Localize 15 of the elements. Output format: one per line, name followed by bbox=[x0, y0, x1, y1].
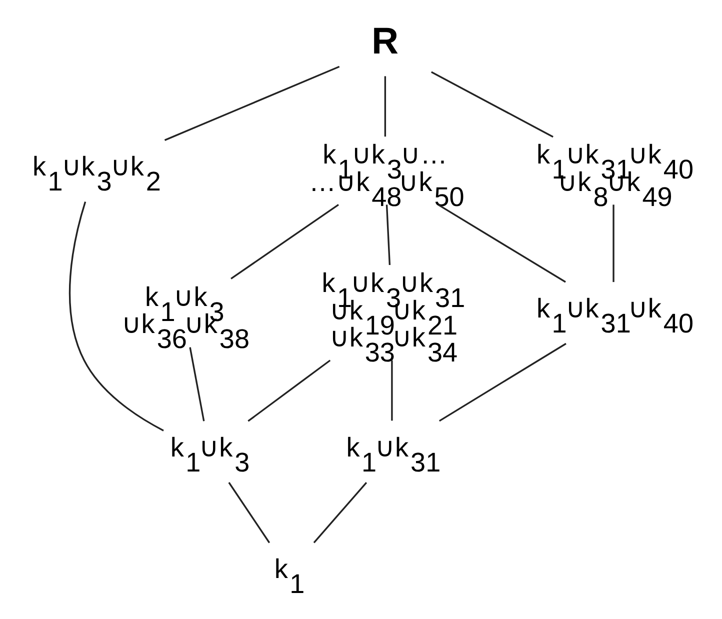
connector bbox=[437, 204, 566, 283]
connector bbox=[384, 76, 386, 137]
connector bbox=[385, 204, 390, 266]
node-text: R bbox=[371, 19, 398, 62]
connector bbox=[438, 342, 566, 422]
connector bbox=[312, 482, 367, 544]
connector bbox=[230, 204, 338, 280]
connector bbox=[612, 204, 614, 282]
connector bbox=[164, 66, 340, 141]
connector bbox=[228, 482, 270, 544]
connector bbox=[430, 71, 553, 138]
connector bbox=[68, 201, 164, 432]
connector bbox=[188, 347, 204, 422]
connector bbox=[247, 360, 330, 422]
connector bbox=[390, 360, 392, 421]
